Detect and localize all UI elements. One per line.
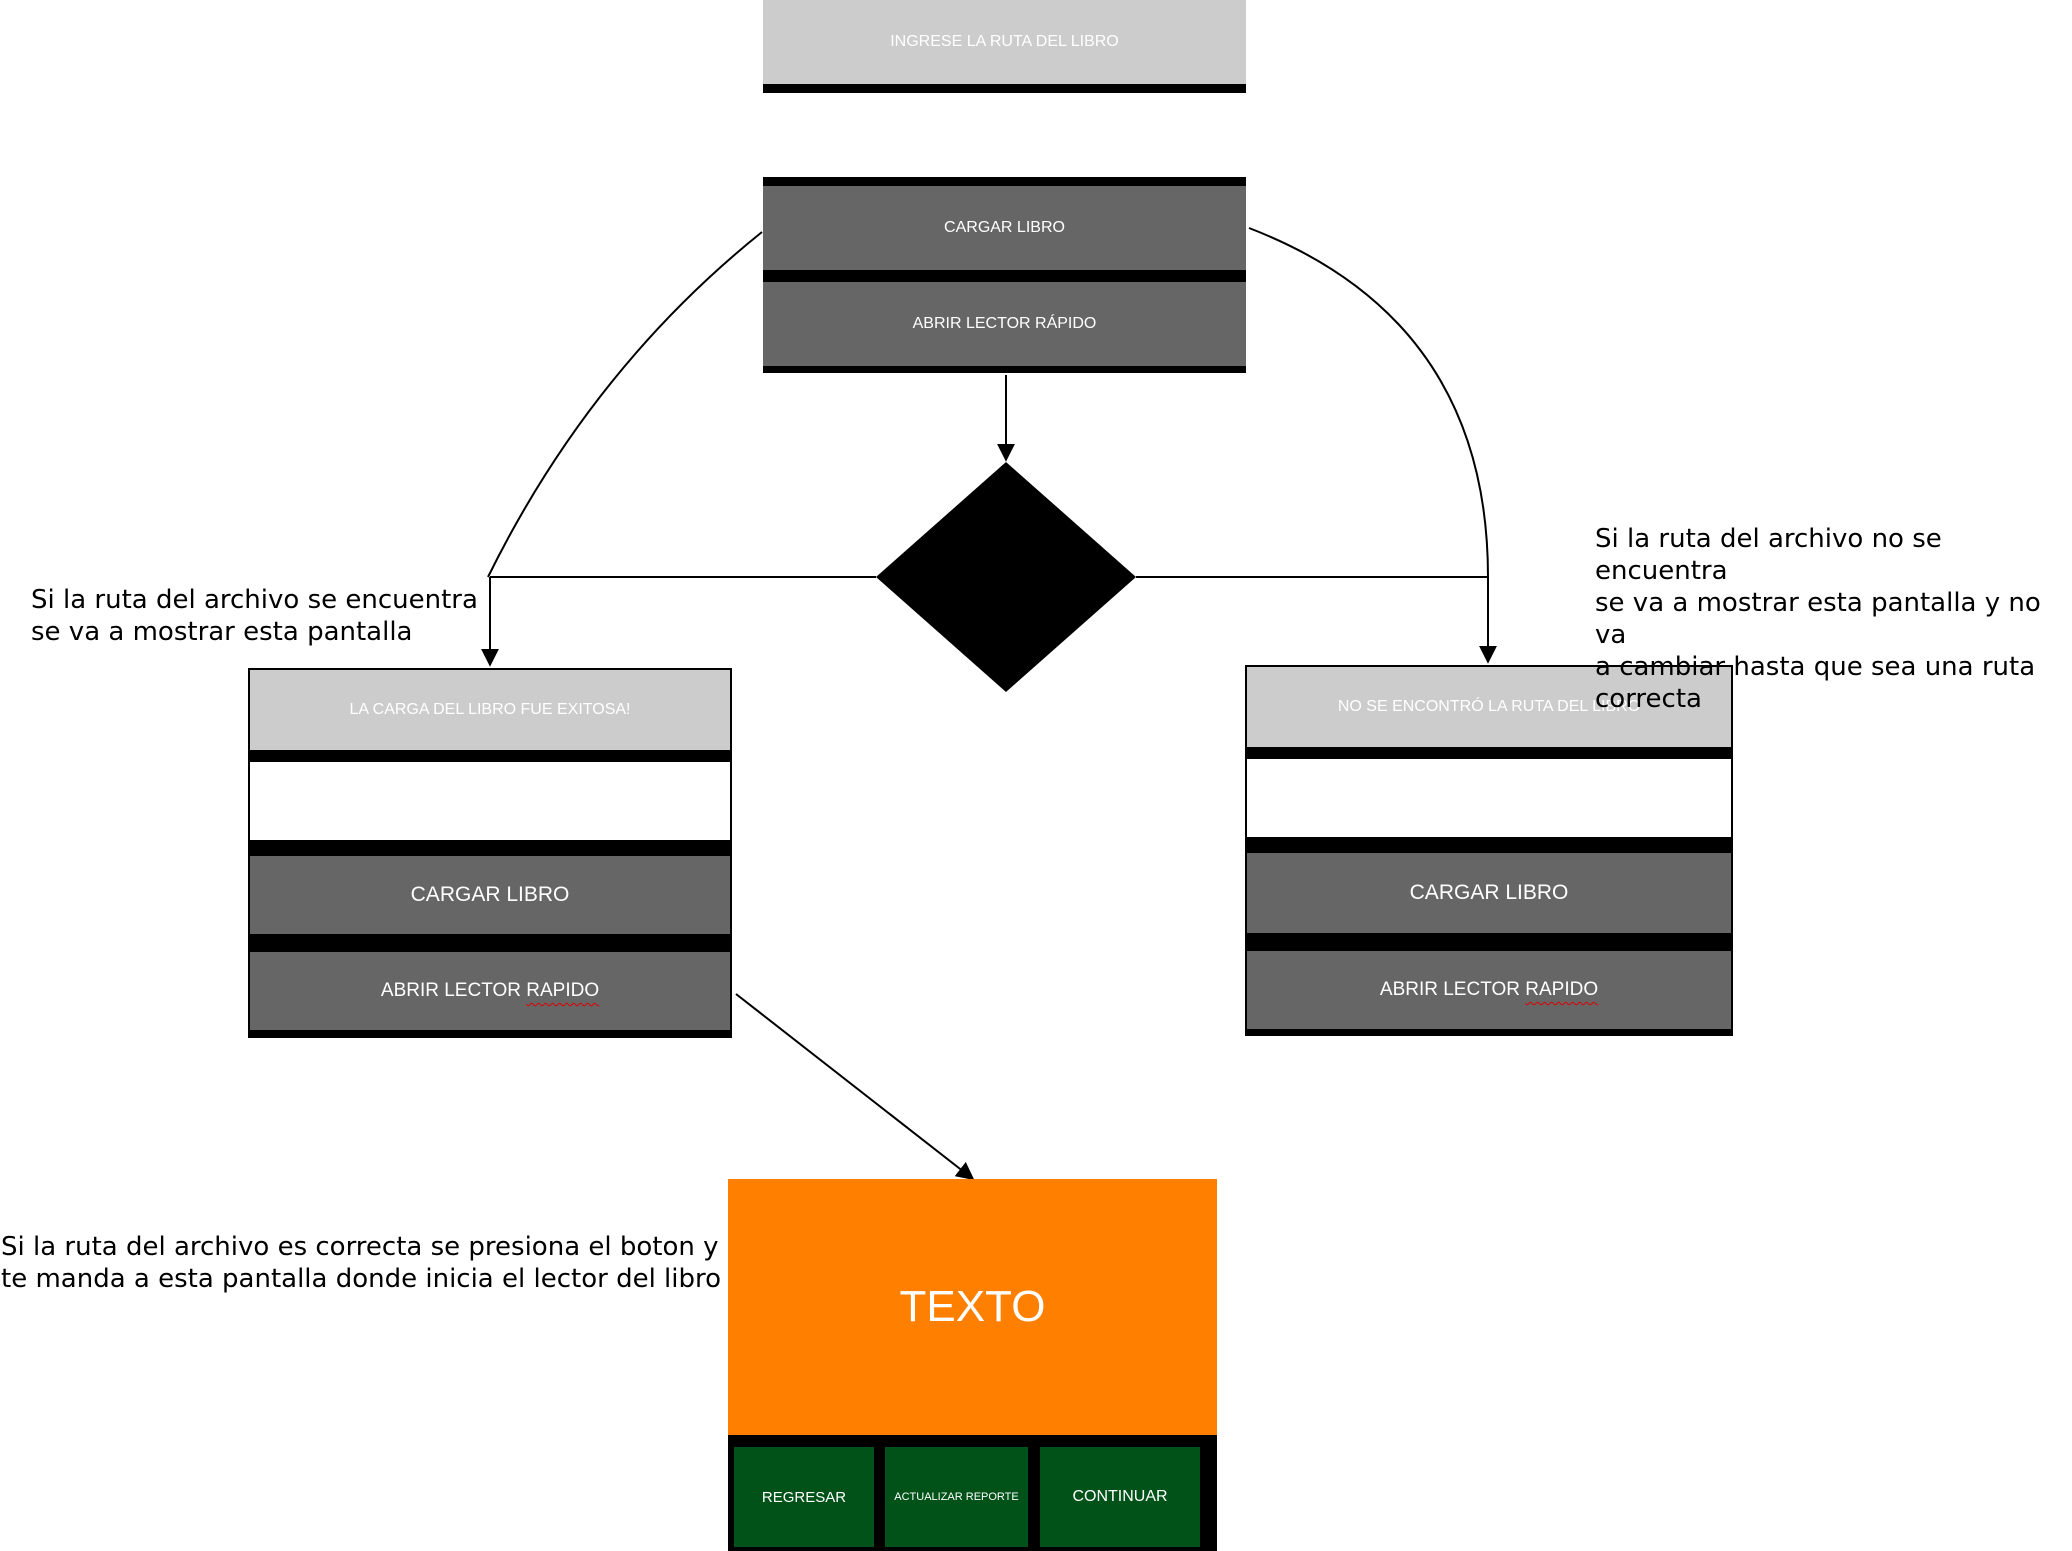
success-open-reader-label: ABRIR LECTOR RAPIDO <box>381 980 599 1002</box>
curve-main-to-right <box>1248 227 1489 578</box>
success-open-reader-prefix: ABRIR LECTOR <box>380 980 527 1001</box>
error-load-button[interactable]: CARGAR LIBRO <box>1247 853 1731 933</box>
decision-diamond <box>876 462 1136 692</box>
success-load-label: CARGAR LIBRO <box>410 883 570 906</box>
success-path-input[interactable] <box>250 762 730 840</box>
main-open-reader-label: ABRIR LECTOR RÁPIDO <box>912 315 1097 332</box>
reader-back-button[interactable]: REGRESAR <box>734 1447 874 1547</box>
reader-back-label: REGRESAR <box>761 1488 847 1506</box>
error-open-reader-label: ABRIR LECTOR RAPIDO <box>1380 979 1598 1001</box>
reader-text: TEXTO <box>899 1282 1046 1331</box>
error-screen: NO SE ENCONTRÓ LA RUTA DEL LIBRO CARGAR … <box>1245 665 1733 1036</box>
error-path-input[interactable] <box>1247 759 1731 837</box>
note-error: Si la ruta del archivo no se encuentra s… <box>1595 524 2041 714</box>
success-title: LA CARGA DEL LIBRO FUE EXITOSA! <box>349 701 631 718</box>
note-success: Si la ruta del archivo se encuentra se v… <box>31 585 478 647</box>
error-open-reader-word: RAPIDO <box>1525 979 1599 1000</box>
reader-screen: TEXTO REGRESAR ACTUALIZAR REPORTE CONTIN… <box>728 1179 1217 1551</box>
reader-update-report-label: ACTUALIZAR REPORTE <box>894 1491 1019 1503</box>
main-load-label: CARGAR LIBRO <box>944 219 1065 236</box>
main-title-bar: INGRESE LA RUTA DEL LIBRO <box>763 0 1246 84</box>
error-open-reader-button[interactable]: ABRIR LECTOR RAPIDO <box>1247 951 1731 1029</box>
main-load-button[interactable]: CARGAR LIBRO <box>763 186 1246 270</box>
main-path-input[interactable] <box>763 93 1246 177</box>
success-open-reader-word: RAPIDO <box>526 980 600 1001</box>
main-screen: INGRESE LA RUTA DEL LIBRO CARGAR LIBRO A… <box>763 0 1246 373</box>
error-load-label: CARGAR LIBRO <box>1409 881 1569 904</box>
reader-continue-label: CONTINUAR <box>1072 1488 1168 1505</box>
note-reader: Si la ruta del archivo es correcta se pr… <box>1 1232 722 1294</box>
main-open-reader-button[interactable]: ABRIR LECTOR RÁPIDO <box>763 282 1246 366</box>
success-title-bar: LA CARGA DEL LIBRO FUE EXITOSA! <box>250 670 730 750</box>
reader-text-area: TEXTO <box>728 1179 1217 1435</box>
error-open-reader-prefix: ABRIR LECTOR <box>1379 979 1526 1000</box>
curve-main-to-left <box>487 231 763 578</box>
reader-continue-button[interactable]: CONTINUAR <box>1040 1447 1200 1547</box>
success-screen: LA CARGA DEL LIBRO FUE EXITOSA! CARGAR L… <box>248 668 732 1038</box>
reader-update-report-button[interactable]: ACTUALIZAR REPORTE <box>885 1447 1028 1547</box>
success-open-reader-button[interactable]: ABRIR LECTOR RAPIDO <box>250 952 730 1030</box>
success-load-button[interactable]: CARGAR LIBRO <box>250 856 730 934</box>
error-title-bar: NO SE ENCONTRÓ LA RUTA DEL LIBRO <box>1247 667 1731 747</box>
error-title: NO SE ENCONTRÓ LA RUTA DEL LIBRO <box>1337 698 1641 715</box>
main-title: INGRESE LA RUTA DEL LIBRO <box>890 33 1119 50</box>
arrow-success-to-reader <box>735 993 975 1181</box>
